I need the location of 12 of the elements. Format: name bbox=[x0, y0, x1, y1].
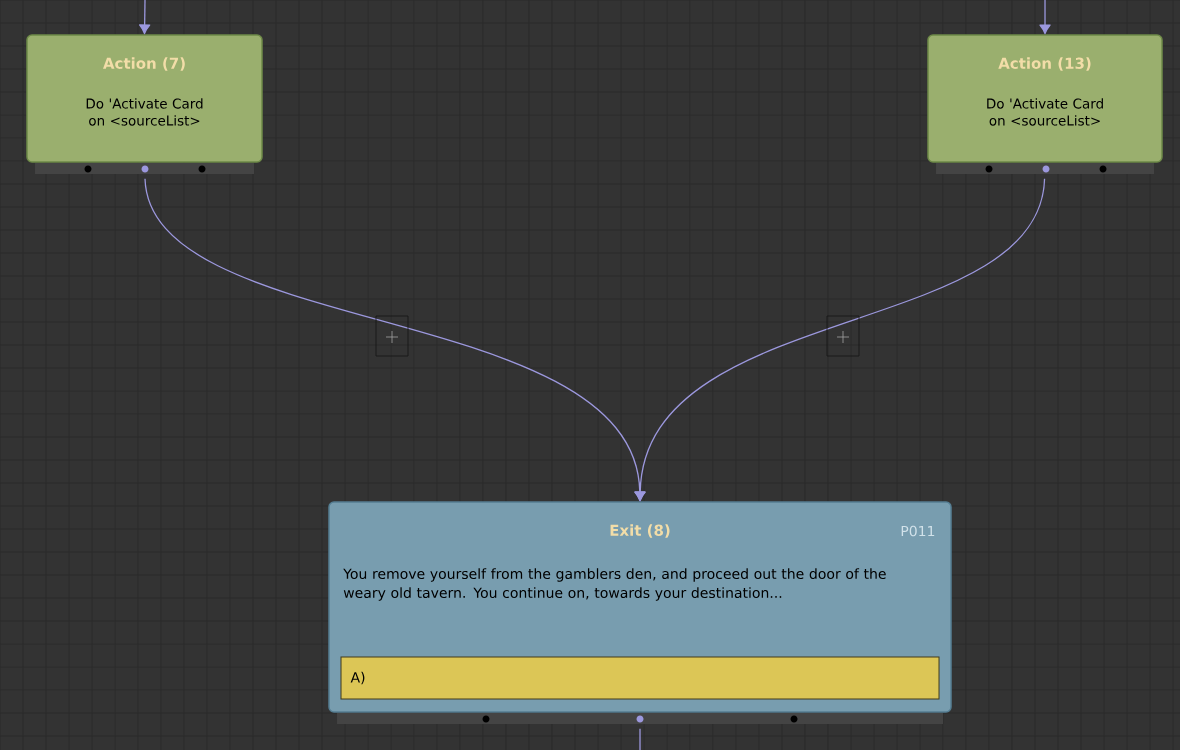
node-title: Action (7) bbox=[103, 57, 185, 71]
node-text: Do 'Activate Card on <sourceList> bbox=[987, 98, 1103, 126]
connector bbox=[138, 0, 151, 35]
node-text: Do 'Activate Card on <sourceList> bbox=[86, 98, 203, 126]
connector bbox=[634, 178, 1046, 502]
connector bbox=[639, 728, 641, 750]
choice-text: A) bbox=[350, 671, 365, 685]
node-text: You remove yourself from the gamblers den, and proceed out the door of the weary old tavern. You continue on, towards your destination... bbox=[343, 568, 886, 601]
node-title: Action (13) bbox=[998, 57, 1091, 71]
node-title: Exit (8) bbox=[610, 524, 670, 538]
node-id: P011 bbox=[901, 525, 935, 537]
connector bbox=[1039, 0, 1051, 35]
